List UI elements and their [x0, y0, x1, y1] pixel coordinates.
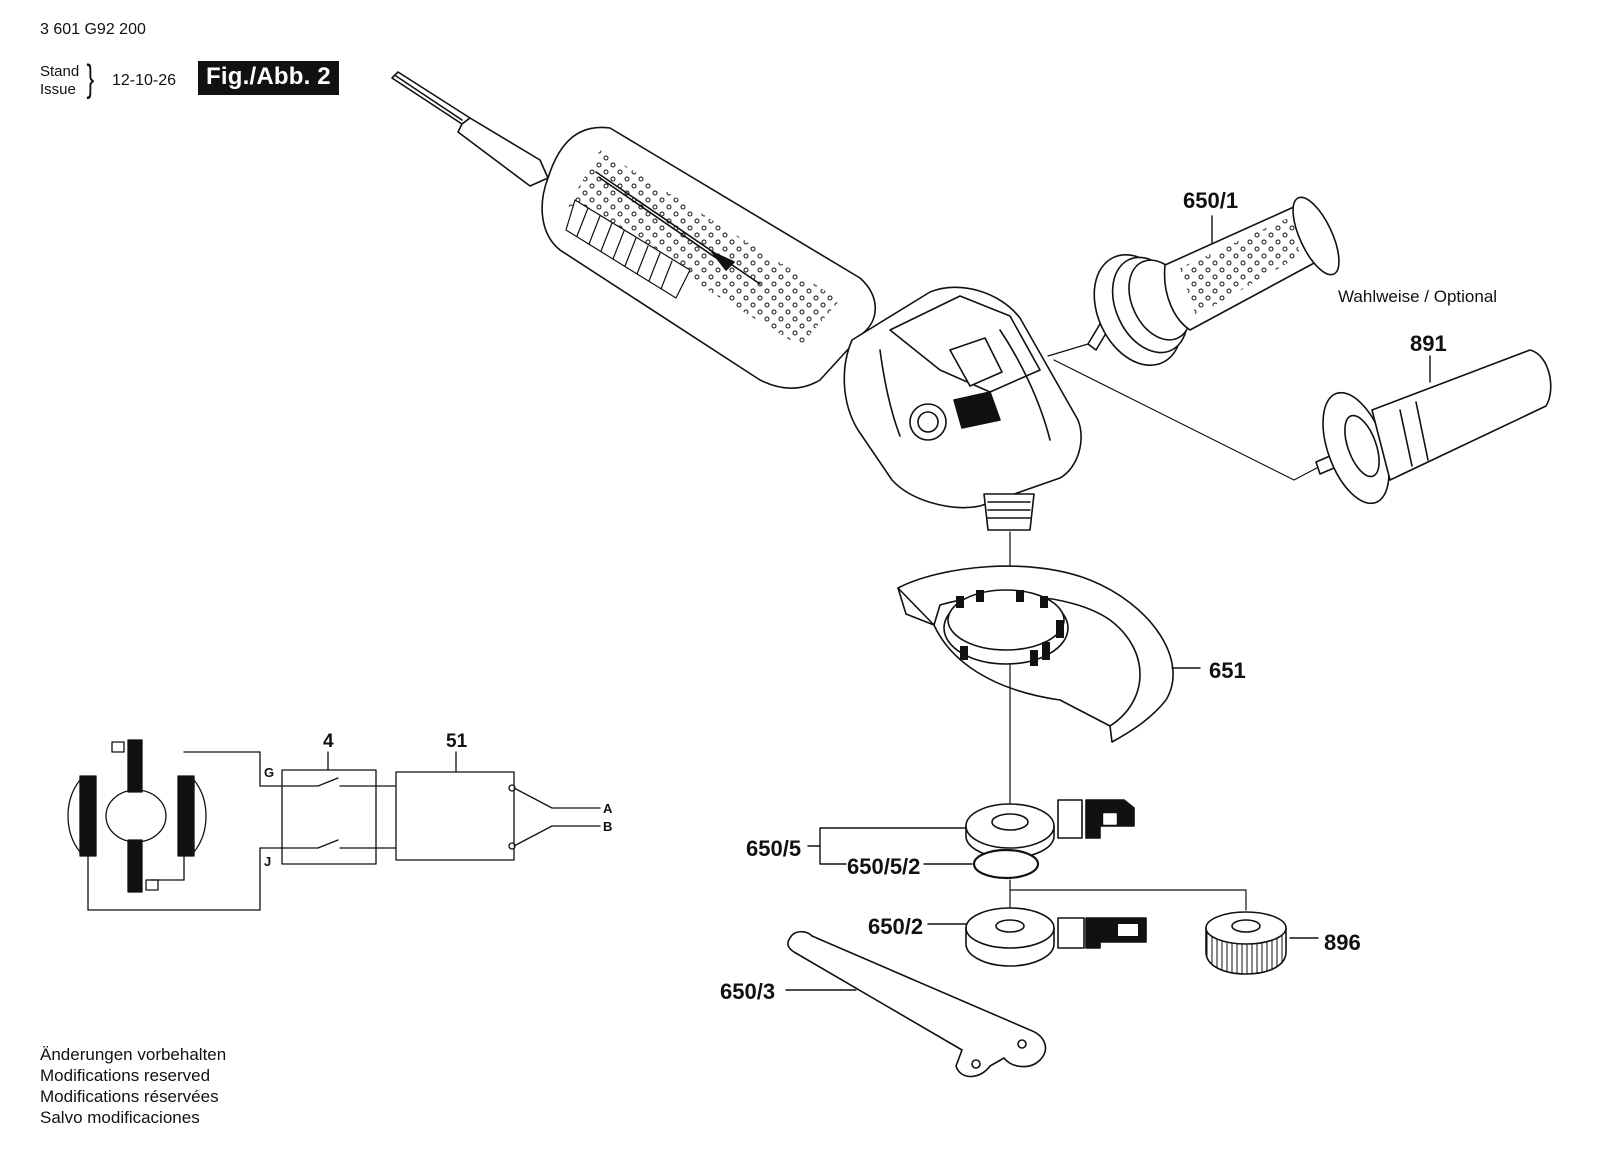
- part-label-891: 891: [1410, 331, 1447, 356]
- part-number: 3 601 G92 200: [40, 21, 146, 38]
- output-a-label: A: [603, 801, 613, 816]
- footer-note-en: Modifications reserved: [40, 1066, 211, 1085]
- part-label-650-5-2: 650/5/2: [847, 854, 921, 879]
- protective-guard-651: [897, 565, 1174, 743]
- part-label-651: 651: [1209, 658, 1246, 683]
- part-label-650-2: 650/2: [868, 914, 924, 939]
- auxiliary-handle-891: [1315, 349, 1552, 505]
- footer-note-de: Änderungen vorbehalten: [40, 1045, 227, 1064]
- switch-box: [281, 769, 377, 865]
- footer-note-es: Salvo modificaciones: [40, 1108, 200, 1127]
- auxiliary-handle-650-1: [1087, 196, 1340, 367]
- terminal-g-label: G: [264, 765, 275, 780]
- quick-clamping-nut-896: [1205, 911, 1287, 975]
- output-b-label: B: [603, 819, 613, 834]
- stand-label: Stand: [40, 63, 80, 80]
- electronics-box: [395, 771, 515, 861]
- o-ring-650-5-2: [972, 848, 1040, 880]
- wiring-diagram: [67, 739, 601, 911]
- terminal-j-label: J: [264, 854, 272, 869]
- footer-note-fr: Modifications réservées: [40, 1087, 219, 1106]
- optional-label: Wahlweise / Optional: [1338, 287, 1498, 306]
- issue-label: Issue: [40, 81, 76, 98]
- angle-grinder: [391, 71, 1082, 531]
- brace-symbol: }: [86, 58, 95, 100]
- part-label-650-1: 650/1: [1183, 188, 1239, 213]
- two-pin-spanner-650-3: [787, 930, 1047, 1078]
- figure-badge: Fig./Abb. 2: [198, 61, 339, 95]
- motor-symbol: [105, 789, 167, 843]
- switch-label: 4: [323, 731, 334, 752]
- issue-date: 12-10-26: [112, 72, 177, 89]
- electronics-label: 51: [446, 731, 468, 752]
- part-label-896: 896: [1324, 930, 1361, 955]
- part-label-650-5: 650/5: [746, 836, 802, 861]
- mounting-flange-650-5: [965, 799, 1135, 859]
- part-label-650-3: 650/3: [720, 979, 776, 1004]
- clamping-nut-650-2: [965, 907, 1147, 967]
